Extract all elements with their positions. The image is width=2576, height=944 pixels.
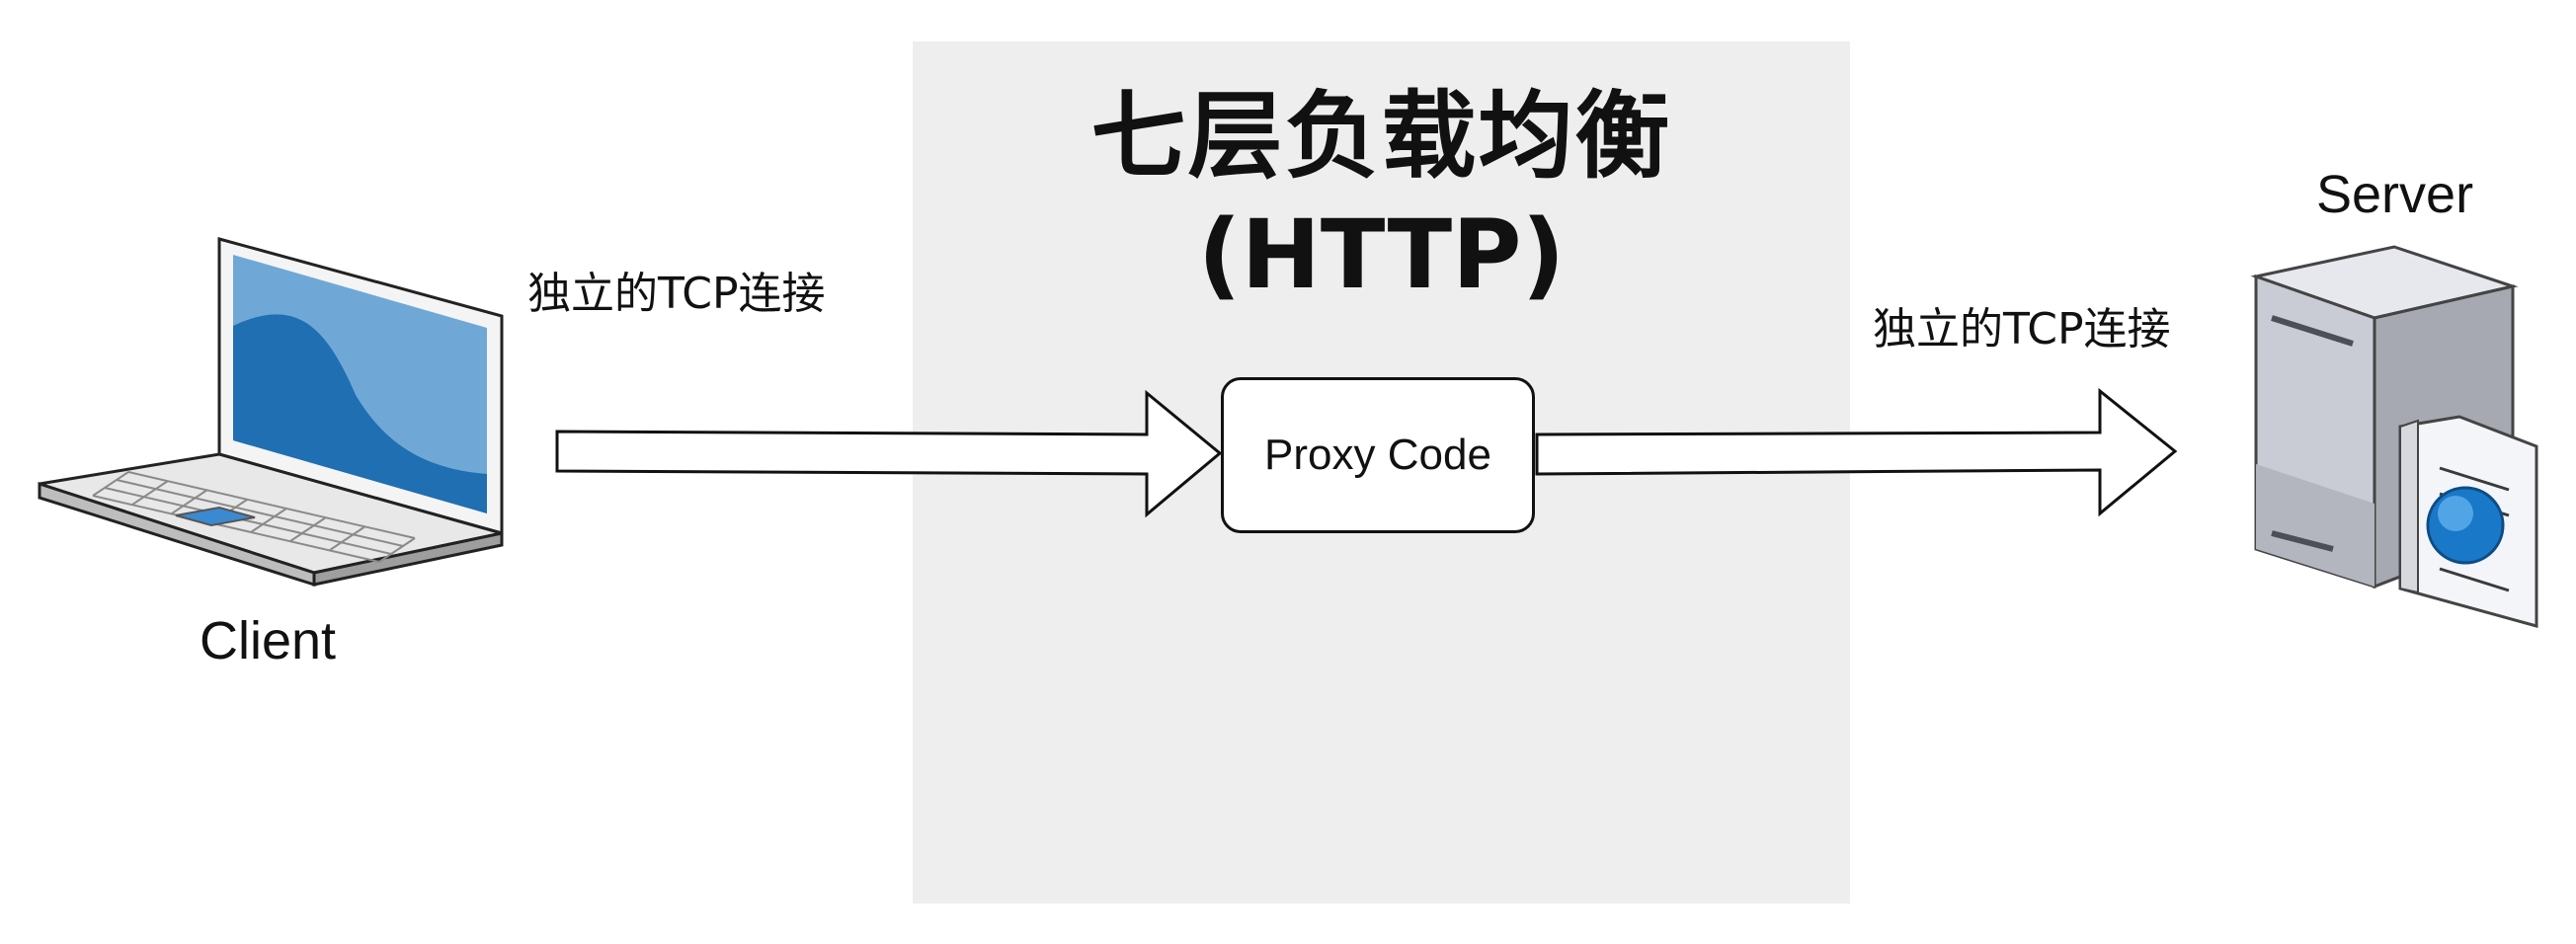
proxy-code-label: Proxy Code xyxy=(1264,431,1491,479)
proxy-code-box: Proxy Code xyxy=(1221,377,1535,533)
right-connection-arrow xyxy=(1535,387,2178,517)
left-connection-label: 独立的TCP连接 xyxy=(527,269,826,319)
left-connection-arrow xyxy=(555,389,1223,518)
laptop-icon xyxy=(38,237,504,588)
client-label: Client xyxy=(200,611,337,670)
server-label: Server xyxy=(2316,165,2474,224)
server-icon xyxy=(2250,245,2538,628)
diagram-title: 七层负载均衡 xyxy=(1090,81,1672,192)
diagram-subtitle: (HTTP) xyxy=(1197,199,1566,310)
right-connection-label: 独立的TCP连接 xyxy=(1873,304,2171,354)
